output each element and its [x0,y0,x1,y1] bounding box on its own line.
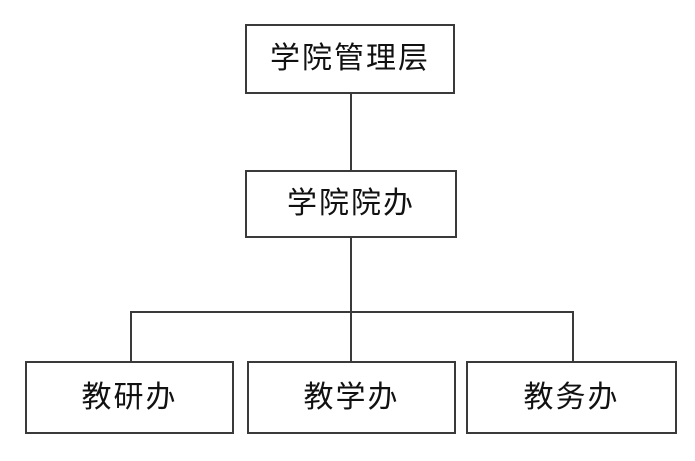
org-node-label: 学院管理层 [270,41,430,76]
org-node-academic-affairs-office[interactable]: 教务办 [466,361,677,434]
org-node-label: 教研办 [81,379,178,415]
connector-horizontal-bus [130,311,574,313]
org-node-college-office[interactable]: 学院院办 [245,170,457,238]
org-node-top-management[interactable]: 学院管理层 [245,24,455,94]
connector-top-to-middle [350,94,352,170]
org-node-research-office[interactable]: 教研办 [25,361,234,434]
connector-middle-to-bus [350,238,352,313]
org-node-label: 学院院办 [287,186,415,221]
org-node-teaching-office[interactable]: 教学办 [247,361,456,434]
org-node-label: 教学办 [303,379,400,415]
connector-bus-to-leaf-1 [350,311,352,361]
org-node-label: 教务办 [523,379,620,415]
connector-bus-to-leaf-0 [130,311,132,361]
connector-bus-to-leaf-2 [572,311,574,361]
